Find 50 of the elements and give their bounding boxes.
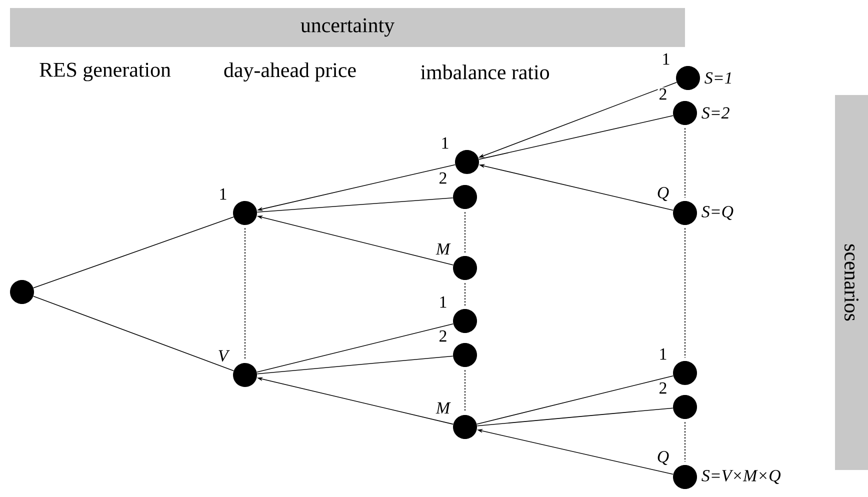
dotted-line <box>464 282 466 306</box>
edge-label: 2 <box>438 171 448 185</box>
tree-node <box>673 464 697 489</box>
connector-line <box>33 296 234 372</box>
tree-node <box>453 256 477 280</box>
tree-node <box>673 360 697 385</box>
header-band: scenarios <box>835 94 868 470</box>
scenario-label: S=Q <box>702 206 734 220</box>
edge-label: Q <box>656 450 670 466</box>
tree-node <box>455 150 479 174</box>
edge-label: Q <box>656 186 670 202</box>
dotted-line <box>684 422 686 462</box>
tree-node <box>453 308 477 333</box>
connector-line <box>256 324 454 372</box>
dotted-line <box>684 228 686 358</box>
scenario-label: S=1 <box>704 72 731 84</box>
tree-node <box>673 100 697 125</box>
edge-label: 1 <box>660 52 672 66</box>
connector-line <box>256 197 454 212</box>
tree-node <box>233 200 257 225</box>
scenario-label: S=2 <box>702 107 730 119</box>
edge-label: 2 <box>658 87 668 101</box>
connector-line <box>33 216 234 288</box>
edge-label: M <box>434 242 452 256</box>
tree-node <box>673 200 697 225</box>
dotted-line <box>244 228 246 360</box>
tree-node <box>676 66 700 90</box>
connector-line <box>476 408 674 426</box>
edge-label: 1 <box>658 347 668 361</box>
dotted-line <box>684 128 686 198</box>
header-band: uncertainty <box>10 8 685 47</box>
connector-line <box>476 376 674 424</box>
edge-label: 1 <box>438 295 448 309</box>
tree-node <box>673 394 697 419</box>
connector-line <box>478 115 674 160</box>
tree-node <box>233 362 257 387</box>
connector-line <box>256 356 454 374</box>
tree-node <box>453 414 477 439</box>
edge-label: M <box>434 401 452 415</box>
scenario-label: S=V×M×Q <box>702 470 781 484</box>
tree-node <box>10 280 34 304</box>
edge-label: 1 <box>440 136 450 150</box>
tree-node <box>453 342 477 367</box>
edge-label: 2 <box>658 381 668 395</box>
dotted-line <box>464 212 466 254</box>
edge-label: 2 <box>438 329 448 343</box>
tree-node <box>453 184 477 209</box>
dotted-line <box>464 370 466 412</box>
edge-label: 1 <box>218 187 228 201</box>
edge-label: V <box>216 349 230 363</box>
